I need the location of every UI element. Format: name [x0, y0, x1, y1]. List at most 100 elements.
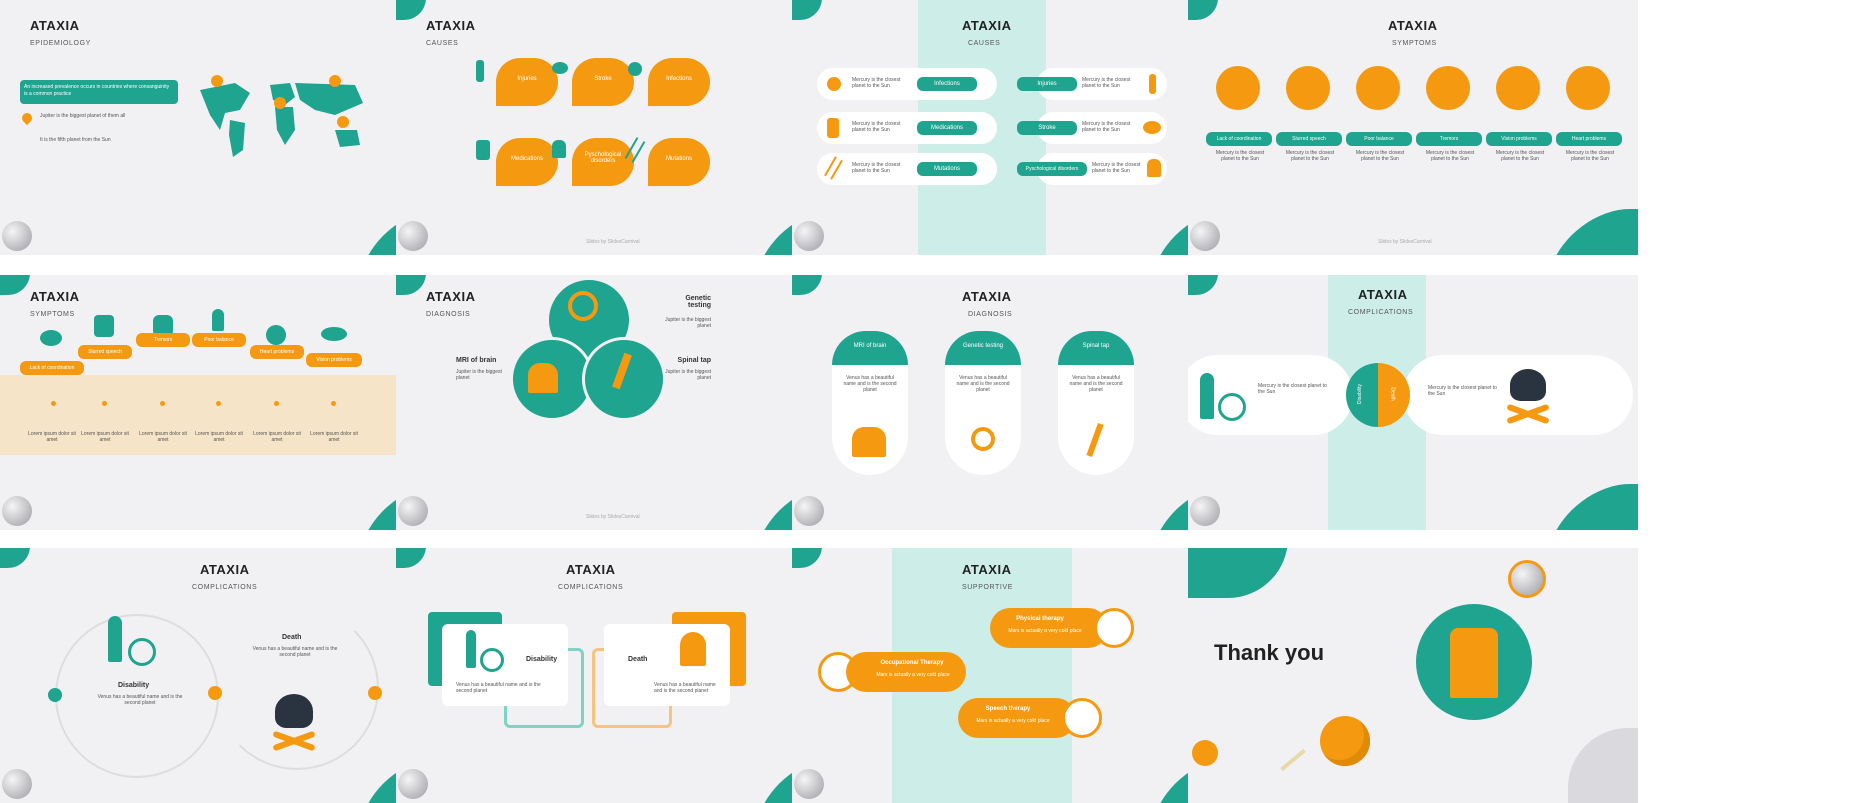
- slide-subtitle: SYMPTOMS: [30, 311, 75, 318]
- slide-12-thank-you[interactable]: Thank you: [1188, 548, 1638, 803]
- heart-icon: [1566, 66, 1610, 110]
- cause-right-label: Pyschological disorders: [1017, 162, 1087, 176]
- hand-icon: [153, 315, 173, 337]
- pills-icon: [476, 140, 490, 160]
- decor-ball: [2, 496, 32, 526]
- cause-row[interactable]: Mercury is the closest planet to the Sun…: [817, 153, 1217, 185]
- diagnosis-card[interactable]: Spinal tap Venus has a beautiful name an…: [1058, 331, 1134, 475]
- decor-ball: [2, 769, 32, 799]
- slide-subtitle: EPIDEMIOLOGY: [30, 40, 91, 47]
- slide-title: ATAXIA: [426, 289, 476, 304]
- complication-label: Death: [282, 634, 302, 641]
- cause-label: Medications: [510, 156, 543, 162]
- therapy-item[interactable]: Physical therapy Mars is actually a very…: [990, 608, 1138, 648]
- decor-blob: [792, 0, 822, 20]
- eye-icon: [321, 327, 347, 341]
- slide-8-complications[interactable]: ATAXIA COMPLICATIONS Mercury is the clos…: [1188, 275, 1638, 530]
- decor-blob: [792, 548, 822, 568]
- slide-9-complications[interactable]: ATAXIA COMPLICATIONS Disability Venus ha…: [0, 548, 450, 803]
- timeline-band: [0, 375, 450, 455]
- brain-icon: [552, 62, 568, 74]
- highlight-box: [20, 80, 178, 104]
- cause-label: Stroke: [594, 76, 612, 82]
- slide-2-causes[interactable]: ATAXIA CAUSES Injuries Stroke Infections…: [396, 0, 846, 255]
- mouth-icon: [1286, 66, 1330, 110]
- slide-title: ATAXIA: [1388, 18, 1438, 33]
- complication-card[interactable]: Disability Venus has a beautiful name an…: [442, 624, 568, 706]
- cause-left-label: Medications: [917, 121, 977, 135]
- venn-label-a: Genetic testing: [685, 295, 711, 309]
- decor-blob: [396, 275, 426, 295]
- slide-1-epidemiology[interactable]: ATAXIA EPIDEMIOLOGY An increased prevale…: [0, 0, 450, 255]
- cause-label: Infections: [666, 76, 692, 82]
- venn-label-c: Spinal tap: [677, 357, 711, 364]
- virus-icon: [827, 77, 841, 91]
- therapy-item[interactable]: Speech therapy Mars is actually a very c…: [958, 698, 1106, 738]
- highlight-text: An increased prevalence occurs in countr…: [24, 84, 170, 97]
- decor-blob: [1550, 209, 1638, 255]
- slide-subtitle: DIAGNOSIS: [968, 311, 1013, 318]
- complication-card[interactable]: Death Venus has a beautiful name and is …: [604, 624, 730, 706]
- brain-icon: [1216, 66, 1260, 110]
- magnifier-icon: [568, 291, 598, 321]
- decor-ball: [398, 221, 428, 251]
- diagnosis-card[interactable]: Genetic testing Venus has a beautiful na…: [945, 331, 1021, 475]
- slide-title: ATAXIA: [962, 18, 1012, 33]
- symptom-label: Heart problems: [1556, 132, 1622, 146]
- fact-text-2: It is the fifth planet from the Sun: [40, 137, 111, 143]
- decor-blob: [792, 275, 822, 295]
- thank-you-text: Thank you: [1214, 640, 1325, 665]
- person-icon: [1356, 66, 1400, 110]
- syringe-icon: [1086, 422, 1104, 458]
- slide-subtitle: DIAGNOSIS: [426, 311, 471, 318]
- heart-icon: [266, 325, 286, 345]
- diagnosis-card[interactable]: MRI of brain Venus has a beautiful name …: [832, 331, 908, 475]
- cause-right-label: Stroke: [1017, 121, 1077, 135]
- cause-label: Injuries: [517, 76, 537, 82]
- decor-ball: [398, 769, 428, 799]
- cause-row[interactable]: Mercury is the closest planet to the Sun…: [817, 68, 1217, 100]
- slide-4-symptoms[interactable]: ATAXIA SYMPTOMS Lack of coordination Mer…: [1188, 0, 1638, 255]
- footer-credit: Slides by SlidesCarnival: [586, 239, 640, 245]
- slide-subtitle: COMPLICATIONS: [558, 584, 624, 591]
- gravestone-icon: [680, 632, 706, 666]
- slide-7-diagnosis[interactable]: ATAXIA DIAGNOSIS MRI of brain Venus has …: [792, 275, 1242, 530]
- slide-5-symptoms[interactable]: ATAXIA SYMPTOMS Lack of coordination Lor…: [0, 275, 450, 530]
- complication-label: Disability: [118, 682, 150, 689]
- slide-3-causes[interactable]: ATAXIA CAUSES Mercury is the closest pla…: [792, 0, 1242, 255]
- slide-title: ATAXIA: [566, 562, 616, 577]
- bottle-icon: [1149, 74, 1156, 94]
- person-icon: [212, 309, 224, 331]
- slide-6-diagnosis[interactable]: ATAXIA DIAGNOSIS Genetic testing Jupiter…: [396, 275, 846, 530]
- slide-11-supportive[interactable]: ATAXIA SUPPORTIVE Physical therapy Mars …: [792, 548, 1242, 803]
- footer-credit: Slides by SlidesCarnival: [1378, 239, 1432, 245]
- slide-subtitle: CAUSES: [968, 40, 1001, 47]
- cause-label: Mutations: [665, 156, 692, 162]
- slide-title: ATAXIA: [30, 18, 80, 33]
- complication-card[interactable]: [1188, 355, 1353, 435]
- hand-icon: [1426, 66, 1470, 110]
- wheelchair-icon: [1200, 373, 1214, 419]
- brain-icon: [40, 330, 62, 346]
- symptom-label: Poor balance: [1346, 132, 1412, 146]
- tshirt-icon: [1450, 628, 1498, 698]
- venn-label-b: MRI of brain: [456, 357, 497, 364]
- cause-left-label: Mutations: [917, 162, 977, 176]
- decor-stripe: [1280, 748, 1306, 772]
- head-icon: [552, 140, 566, 158]
- slide-subtitle: CAUSES: [426, 40, 459, 47]
- cause-row[interactable]: Mercury is the closest planet to the Sun…: [817, 112, 1217, 144]
- virus-icon: [628, 62, 642, 76]
- decor-ball: [794, 221, 824, 251]
- decor-blob: [396, 0, 426, 20]
- brain-icon: [1143, 121, 1161, 134]
- slide-subtitle: COMPLICATIONS: [1348, 309, 1414, 316]
- decor-blob: [1188, 548, 1288, 598]
- decor-blob: [1188, 275, 1218, 295]
- therapy-item[interactable]: Occupational Therapy Mars is actually a …: [818, 652, 966, 692]
- slide-10-complications[interactable]: ATAXIA COMPLICATIONS Disability Venus ha…: [396, 548, 846, 803]
- mri-icon: [852, 427, 886, 457]
- venn-circle-right: [582, 337, 666, 421]
- decor-dot: [1192, 740, 1218, 766]
- decor-ball: [794, 496, 824, 526]
